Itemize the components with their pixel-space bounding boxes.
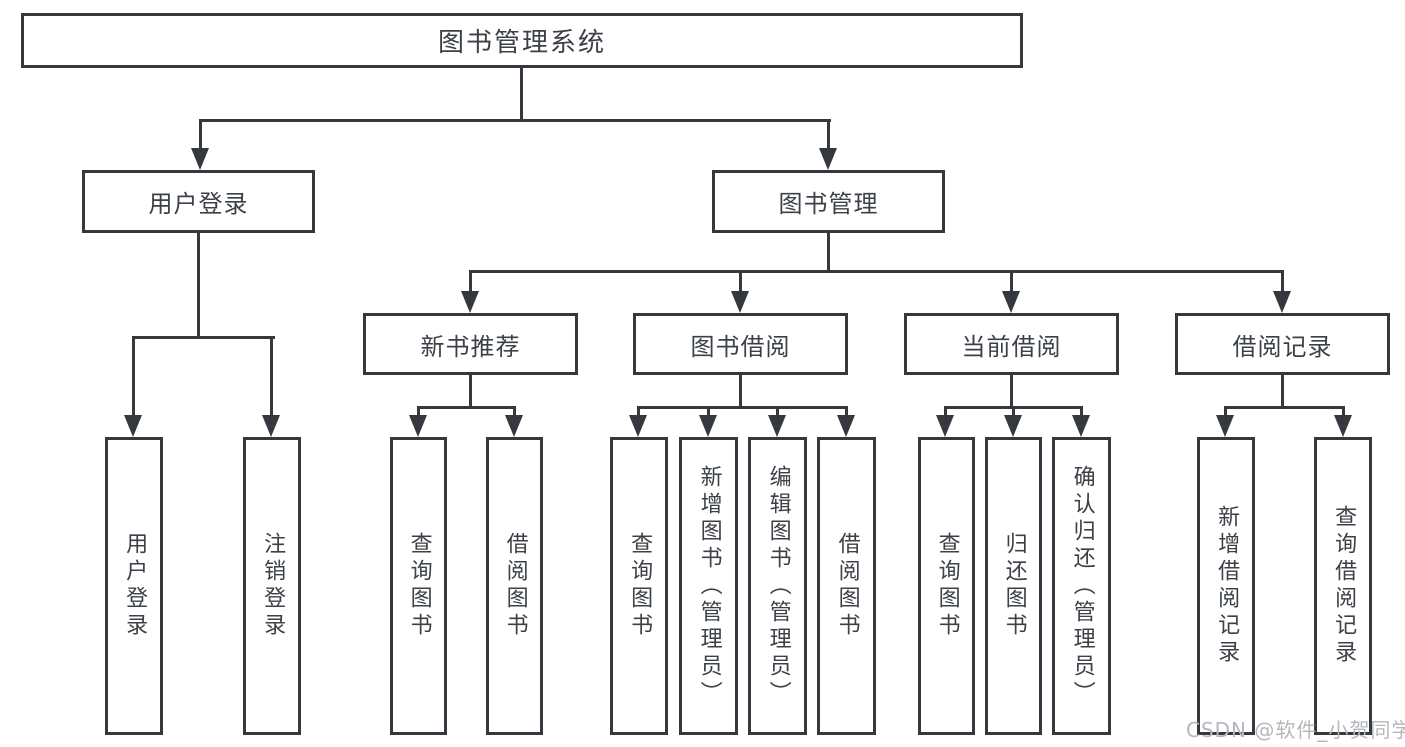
connector-leaf-stem bbox=[944, 406, 947, 418]
connector-to-book-mgmt bbox=[827, 119, 830, 151]
arrowhead-leaf bbox=[1072, 415, 1090, 437]
connector-current-borrow-stem bbox=[1010, 375, 1013, 409]
node-current-borrow-label: 当前借阅 bbox=[961, 332, 1062, 361]
connector-to-leaf-user-login bbox=[132, 336, 135, 418]
leaf-query-books-borrow: 查询图书 bbox=[610, 437, 668, 735]
arrowhead-leaf bbox=[409, 415, 427, 437]
connector-leaf-stem bbox=[1342, 406, 1345, 418]
connector-borrow-records-split bbox=[1224, 406, 1345, 409]
arrowhead-leaf bbox=[936, 415, 954, 437]
leaf-borrow-books-recommend: 借阅图书 bbox=[486, 437, 543, 735]
connector-leaf-stem bbox=[845, 406, 848, 418]
connector-to-book-borrow bbox=[739, 270, 742, 295]
connector-leaf-stem bbox=[1012, 406, 1015, 418]
leaf-edit-books-admin: 编辑图书（管理员） bbox=[748, 437, 807, 735]
node-root-label: 图书管理系统 bbox=[437, 28, 606, 58]
leaf-label: 查询图书 bbox=[627, 532, 653, 640]
leaf-label: 借阅图书 bbox=[502, 532, 528, 640]
leaf-query-borrow-record: 查询借阅记录 bbox=[1314, 437, 1372, 735]
leaf-label: 归还图书 bbox=[1001, 532, 1027, 640]
connector-leaf-stem bbox=[637, 406, 640, 418]
arrowhead-leaf bbox=[505, 415, 523, 437]
arrowhead-leaf bbox=[837, 415, 855, 437]
connector-user-login-split bbox=[132, 336, 275, 339]
leaf-user-login-label: 用户登录 bbox=[122, 532, 148, 640]
leaf-label: 查询图书 bbox=[934, 532, 960, 640]
leaf-add-borrow-record: 新增借阅记录 bbox=[1197, 437, 1255, 735]
arrowhead-leaf bbox=[1334, 415, 1352, 437]
arrowhead-book-borrow bbox=[731, 291, 749, 313]
leaf-label: 查询图书 bbox=[406, 532, 432, 640]
connector-leaf-stem bbox=[1224, 406, 1227, 418]
node-user-login: 用户登录 bbox=[82, 170, 315, 233]
connector-to-leaf-logout bbox=[270, 336, 273, 418]
leaf-user-login: 用户登录 bbox=[105, 437, 163, 735]
leaf-label: 新增借阅记录 bbox=[1214, 505, 1240, 667]
leaf-add-books-admin: 新增图书（管理员） bbox=[679, 437, 738, 735]
arrowhead-leaf bbox=[1004, 415, 1022, 437]
arrowhead-leaf bbox=[629, 415, 647, 437]
connector-to-current-borrow bbox=[1010, 270, 1013, 295]
connector-root-stem bbox=[520, 66, 523, 121]
arrowhead-current-borrow bbox=[1002, 291, 1020, 313]
leaf-label: 借阅图书 bbox=[834, 532, 860, 640]
connector-new-book-split bbox=[417, 406, 516, 409]
arrowhead-new-book bbox=[461, 291, 479, 313]
connector-l2-split bbox=[469, 270, 1284, 273]
connector-book-mgmt-stem bbox=[827, 233, 830, 273]
connector-leaf-stem bbox=[707, 406, 710, 418]
node-borrow-records-label: 借阅记录 bbox=[1232, 332, 1333, 361]
node-borrow-records: 借阅记录 bbox=[1175, 313, 1390, 375]
leaf-logout: 注销登录 bbox=[243, 437, 301, 735]
connector-user-login-stem bbox=[197, 233, 200, 339]
arrowhead-borrow-records bbox=[1273, 291, 1291, 313]
arrowhead-leaf bbox=[768, 415, 786, 437]
node-new-book-recommend: 新书推荐 bbox=[363, 313, 578, 375]
connector-to-user-login bbox=[199, 119, 202, 151]
node-new-book-recommend-label: 新书推荐 bbox=[420, 332, 521, 361]
leaf-label: 查询借阅记录 bbox=[1331, 505, 1357, 667]
connector-book-borrow-split bbox=[637, 406, 848, 409]
arrowhead-leaf-user-login bbox=[124, 415, 142, 437]
leaf-confirm-return-admin: 确认归还（管理员） bbox=[1052, 437, 1111, 735]
connector-leaf-stem bbox=[776, 406, 779, 418]
leaf-borrow-books: 借阅图书 bbox=[817, 437, 876, 735]
connector-to-borrow-records bbox=[1281, 270, 1284, 295]
connector-leaf-stem bbox=[417, 406, 420, 418]
watermark-text: CSDN @软件_小贺同学 bbox=[1186, 718, 1405, 742]
arrowhead-user-login bbox=[191, 148, 209, 170]
node-current-borrow: 当前借阅 bbox=[904, 313, 1119, 375]
connector-new-book-stem bbox=[469, 375, 472, 409]
node-book-management: 图书管理 bbox=[712, 170, 945, 233]
connector-leaf-stem bbox=[513, 406, 516, 418]
arrowhead-leaf-logout bbox=[262, 415, 280, 437]
connector-book-borrow-stem bbox=[739, 375, 742, 409]
leaf-logout-label: 注销登录 bbox=[260, 532, 286, 640]
node-book-management-label: 图书管理 bbox=[778, 190, 879, 218]
arrowhead-leaf bbox=[1216, 415, 1234, 437]
connector-to-new-book bbox=[469, 270, 472, 295]
leaf-query-books-recommend: 查询图书 bbox=[390, 437, 447, 735]
connector-leaf-stem bbox=[1080, 406, 1083, 418]
leaf-label: 编辑图书（管理员） bbox=[765, 464, 791, 708]
connector-l1-split bbox=[199, 119, 831, 122]
node-user-login-label: 用户登录 bbox=[148, 190, 249, 218]
arrowhead-book-mgmt bbox=[819, 148, 837, 170]
leaf-return-books: 归还图书 bbox=[985, 437, 1042, 735]
node-book-borrow: 图书借阅 bbox=[633, 313, 848, 375]
leaf-label: 新增图书（管理员） bbox=[696, 464, 722, 708]
node-book-borrow-label: 图书借阅 bbox=[690, 332, 791, 361]
node-root: 图书管理系统 bbox=[21, 13, 1023, 68]
leaf-query-books-current: 查询图书 bbox=[918, 437, 975, 735]
leaf-label: 确认归还（管理员） bbox=[1069, 464, 1095, 708]
connector-borrow-records-stem bbox=[1281, 375, 1284, 409]
arrowhead-leaf bbox=[699, 415, 717, 437]
